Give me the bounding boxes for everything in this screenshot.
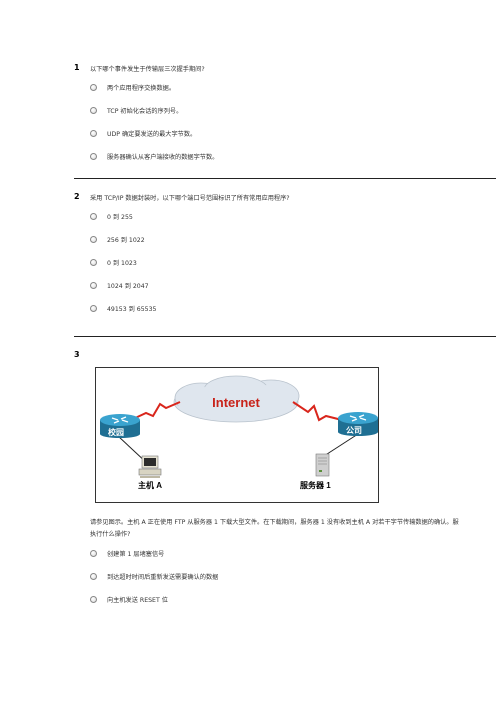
option-label: TCP 初始化会话的序列号。 (107, 107, 183, 115)
option-2-5[interactable]: 49153 到 65535 (90, 302, 157, 314)
option-label: 49153 到 65535 (107, 305, 157, 313)
radio-button[interactable] (90, 212, 97, 220)
option-2-3[interactable]: 0 到 1023 (90, 256, 137, 268)
radio-button[interactable] (90, 152, 97, 160)
option-label: 创建第 1 层堵塞信号 (107, 550, 165, 558)
radio-button[interactable] (90, 595, 97, 603)
option-3-2[interactable]: 到达超时时间后重新发送需要确认的数据 (90, 570, 218, 582)
radio-button[interactable] (90, 129, 97, 137)
serial-link-left (117, 401, 181, 427)
question-number: 3 (74, 350, 80, 359)
option-2-4[interactable]: 1024 到 2047 (90, 279, 149, 291)
divider (74, 336, 496, 337)
radio-button[interactable] (90, 281, 97, 289)
option-label: 到达超时时间后重新发送需要确认的数据 (107, 573, 219, 581)
option-label: 向主机发送 RESET 位 (107, 596, 168, 604)
internet-label: Internet (212, 395, 260, 410)
option-label: 0 到 255 (107, 213, 133, 221)
radio-button[interactable] (90, 258, 97, 266)
server-icon (315, 453, 330, 477)
router-left-label: 校园 (108, 427, 124, 437)
option-label: 0 到 1023 (107, 259, 137, 267)
radio-button[interactable] (90, 549, 97, 557)
radio-button[interactable] (90, 235, 97, 243)
radio-button[interactable] (90, 304, 97, 312)
option-3-3[interactable]: 向主机发送 RESET 位 (90, 593, 168, 605)
radio-button[interactable] (90, 106, 97, 114)
question-text: 采用 TCP/IP 数据封装时，以下哪个端口号范围标识了所有常用应用程序? (90, 195, 290, 202)
option-2-2[interactable]: 256 到 1022 (90, 233, 145, 245)
question-text-line-2: 执行什么操作? (90, 531, 131, 538)
option-label: 1024 到 2047 (107, 282, 149, 290)
radio-button[interactable] (90, 572, 97, 580)
router-icon (338, 412, 378, 436)
question-text-line-1: 请参见图示。主机 A 正在使用 FTP 从服务器 1 下载大型文件。在下载期间，… (90, 519, 459, 526)
router-right-label: 公司 (346, 426, 362, 435)
server-label: 服务器 1 (300, 480, 331, 490)
option-label: 服务器确认从客户端接收的数据字节数。 (107, 153, 219, 161)
question-number: 1 (74, 63, 80, 72)
option-1-3[interactable]: UDP 确定要发送的最大字节数。 (90, 127, 196, 139)
option-label: 256 到 1022 (107, 236, 145, 244)
computer-icon (138, 455, 162, 478)
network-diagram: Internet 校园 公司 (95, 367, 379, 503)
router-icon (100, 414, 140, 438)
serial-link-right (292, 401, 359, 425)
option-1-4[interactable]: 服务器确认从客户端接收的数据字节数。 (90, 150, 218, 162)
question-number: 2 (74, 192, 80, 201)
radio-button[interactable] (90, 83, 97, 91)
internet-cloud (173, 375, 300, 423)
option-2-1[interactable]: 0 到 255 (90, 210, 133, 222)
option-1-2[interactable]: TCP 初始化会话的序列号。 (90, 104, 182, 116)
option-label: 两个应用程序交换数据。 (107, 84, 176, 92)
question-text: 以下哪个事件发生于传输层三次握手期间? (90, 66, 205, 73)
ethernet-link-right (323, 433, 359, 457)
host-label: 主机 A (138, 480, 162, 490)
option-3-1[interactable]: 创建第 1 层堵塞信号 (90, 547, 164, 559)
option-label: UDP 确定要发送的最大字节数。 (107, 130, 197, 138)
divider (74, 178, 496, 179)
option-1-1[interactable]: 两个应用程序交换数据。 (90, 81, 175, 93)
